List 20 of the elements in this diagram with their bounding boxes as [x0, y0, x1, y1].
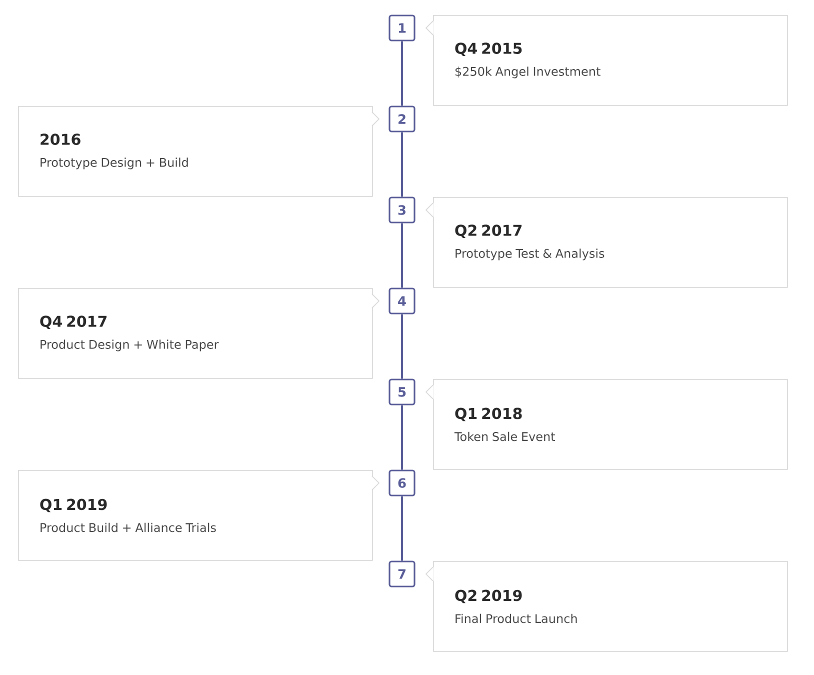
timeline-card: Q2 2017 Prototype Test & Analysis	[425, 197, 788, 288]
step-number-box: 2	[388, 106, 416, 132]
step-number-box: 1	[388, 14, 416, 42]
connector-line	[401, 223, 403, 288]
step-number-box: 5	[388, 378, 416, 406]
connector-line	[401, 41, 403, 106]
step-number-box: 3	[388, 196, 416, 224]
connector-line	[401, 132, 403, 197]
timeline-card: Q4 2015 $250k Angel Investment	[425, 15, 788, 106]
step-number-box: 4	[388, 288, 416, 314]
timeline-card: Q4 2017 Product Design + White Paper	[18, 288, 380, 379]
timeline-card: Q1 2019 Product Build + Alliance Trials	[18, 470, 380, 561]
step-number-box: 6	[388, 470, 416, 496]
timeline-card: Q1 2018 Token Sale Event	[425, 379, 788, 470]
connector-line	[401, 314, 403, 379]
timeline-card: Q2 2019 Final Product Launch	[425, 561, 788, 652]
timeline-card: 2016 Prototype Design + Build	[18, 106, 380, 197]
connector-line	[401, 496, 403, 561]
step-number-box: 7	[388, 560, 416, 588]
connector-line	[401, 405, 403, 470]
